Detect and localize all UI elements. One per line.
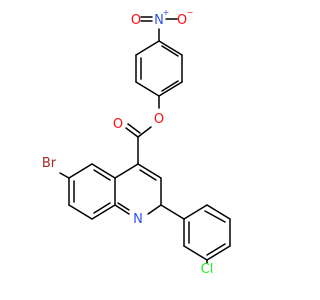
atom-nitrogen-nitro: N xyxy=(154,13,164,28)
charge-plus: + xyxy=(163,8,170,17)
ester-group xyxy=(125,95,160,165)
atom-oxygen-nitro-right: O xyxy=(177,13,187,28)
structure-diagram: O N + O − O O Br N Cl xyxy=(42,8,231,277)
atom-oxygen-nitro-left: O xyxy=(131,13,141,28)
atom-nitrogen-quinoline: N xyxy=(133,212,143,227)
molecule-canvas: O N + O − O O Br N Cl xyxy=(41,8,231,277)
atom-oxygen-carbonyl: O xyxy=(113,117,123,132)
atom-bromine: Br xyxy=(42,156,57,171)
bond-c-br xyxy=(59,172,70,179)
chlorophenyl-ring xyxy=(160,204,231,264)
quinoline-benzo-ring xyxy=(59,163,116,220)
atom-oxygen-ester-ether: O xyxy=(154,112,164,127)
quinoline-pyridine-ring xyxy=(114,163,162,215)
atom-chlorine: Cl xyxy=(201,262,214,277)
nitro-group xyxy=(140,16,178,42)
nitrophenyl-ring xyxy=(135,40,183,97)
charge-minus: − xyxy=(187,8,194,17)
